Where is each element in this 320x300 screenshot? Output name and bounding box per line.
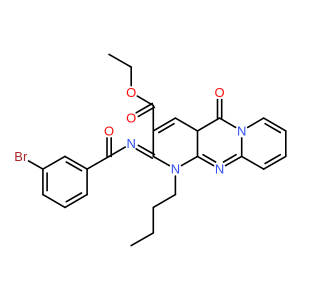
ring-c-c6a-n11 [224, 155, 243, 167]
ring-c-n11-c10a [196, 155, 215, 167]
atom-ester-oxygen: O [126, 85, 136, 100]
atom-amide-oxygen: O [104, 123, 114, 138]
atom-label-layer: O O O O N N N N Br [14, 85, 246, 177]
atom-pyrimidine-nitrogen: N [215, 162, 224, 177]
ring-c-n11-c10a-inner [202, 153, 217, 163]
ester-c-o-single [136, 95, 155, 107]
ring-b-c3-c4-inner [158, 122, 175, 134]
ring-b-c4-c4a [174, 117, 199, 132]
aryl-ring-bond-1 [42, 155, 66, 170]
ring-d-d1-d2 [262, 117, 287, 132]
ring-d-d1-d2-inner [264, 122, 282, 134]
atom-ring-carbonyl-oxygen: O [215, 85, 225, 100]
aryl-ring-bond-0-inner [65, 161, 83, 172]
ring-d-d3-d4 [262, 155, 287, 170]
bond-layer [27, 53, 287, 247]
ring-c-c5-n6 [218, 117, 237, 129]
atom-pyridone-nitrogen: N [237, 123, 246, 138]
aryl-ring-bond-3 [42, 193, 66, 209]
amide-c-aryl-bond [86, 155, 110, 170]
atom-butyl-nitrogen: N [171, 162, 180, 177]
ring-d-n6-d1 [246, 117, 265, 129]
atom-bromine: Br [14, 149, 28, 164]
atom-imine-nitrogen: N [127, 136, 136, 151]
aryl-ring-bond-4-inner [65, 192, 83, 203]
atom-carbonyl-oxygen-ester: O [126, 111, 136, 126]
butyl-c3-c4 [130, 232, 155, 247]
ester-c-o-double [135, 102, 154, 114]
aryl-ring-bond-0 [64, 155, 88, 170]
molecule-canvas: O O O O N N N N Br [14, 53, 287, 247]
butyl-c1-c2 [152, 193, 177, 209]
ring-d-d3-d4-inner [264, 153, 282, 165]
imine-c-n-double [137, 144, 156, 156]
ester-c-o-double-b [137, 106, 156, 118]
ring-c-c4a-c5 [196, 117, 221, 132]
molecule-structure: O O O O N N N N Br [14, 53, 287, 247]
ring-d-d4-c6a [240, 155, 265, 170]
imine-c-n-double-b [135, 148, 154, 160]
aryl-br-bond [27, 160, 44, 170]
ring-b-n1-c2 [152, 155, 171, 167]
ring-c-c6a-n11-inner [222, 153, 237, 163]
ring-b-c10a-n1 [180, 155, 199, 167]
aryl-ring-bond-4 [64, 193, 88, 209]
ring-b-c3-c4 [152, 117, 177, 132]
ethyl-ch2-ch3 [108, 53, 133, 68]
